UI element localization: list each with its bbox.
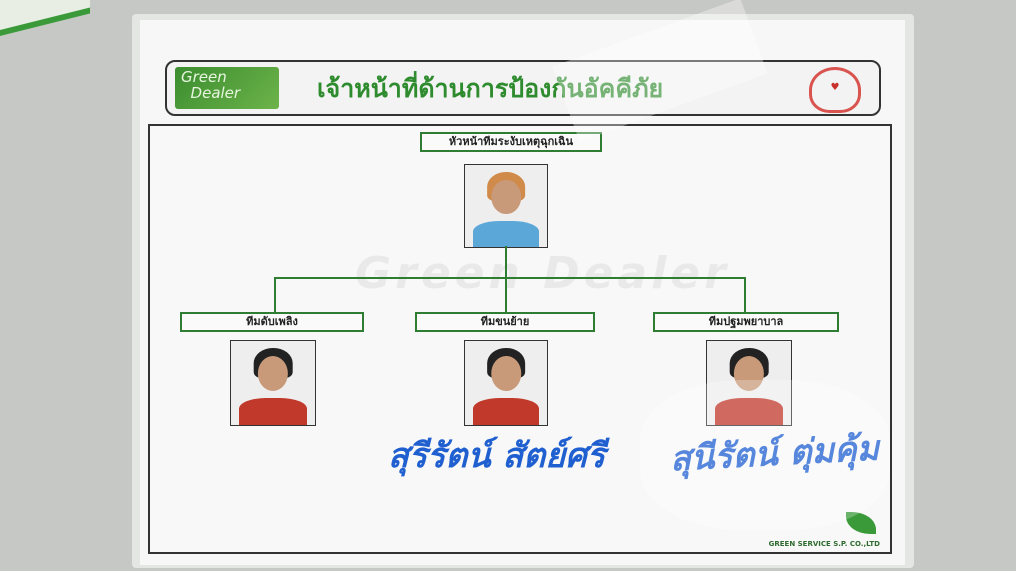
team-role-label: ทีมปฐมพยาบาล [653, 312, 839, 332]
company-footer: GREEN SERVICE S.P. CO.,LTD [768, 540, 880, 548]
connector-line [505, 277, 507, 313]
org-chart: Green Dealer หัวหน้าทีมระงับเหตุฉุกเฉิน … [148, 124, 892, 554]
wall-paper-corner [0, 0, 90, 37]
connector-line [274, 277, 276, 313]
poster: Green Dealer เจ้าหน้าที่ด้านการป้องกันอั… [140, 20, 905, 565]
watermark: Green Dealer [355, 248, 730, 299]
leader-role-label: หัวหน้าทีมระงับเหตุฉุกเฉิน [420, 132, 602, 152]
connector-line [744, 277, 746, 313]
team-role-label: ทีมขนย้าย [415, 312, 595, 332]
member-photo [706, 340, 792, 426]
member-photo [464, 340, 548, 426]
handwritten-name: สุนีรัตน์ ตุ่มคุ้ม [669, 428, 881, 480]
team-role-label: ทีมดับเพลิง [180, 312, 364, 332]
green-dealer-logo: Green Dealer [175, 67, 279, 109]
connector-line [505, 246, 507, 278]
leaf-logo-icon [846, 512, 876, 534]
leader-photo [464, 164, 548, 248]
poster-header: Green Dealer เจ้าหน้าที่ด้านการป้องกันอั… [165, 60, 881, 116]
poster-title: เจ้าหน้าที่ด้านการป้องกันอัคคีภัย [317, 74, 664, 103]
member-photo [230, 340, 316, 426]
handwritten-name: สุรีรัตน์ สัตย์ศรี [388, 436, 606, 476]
connector-line [274, 277, 746, 279]
emblem-icon: ♥ [809, 67, 861, 113]
